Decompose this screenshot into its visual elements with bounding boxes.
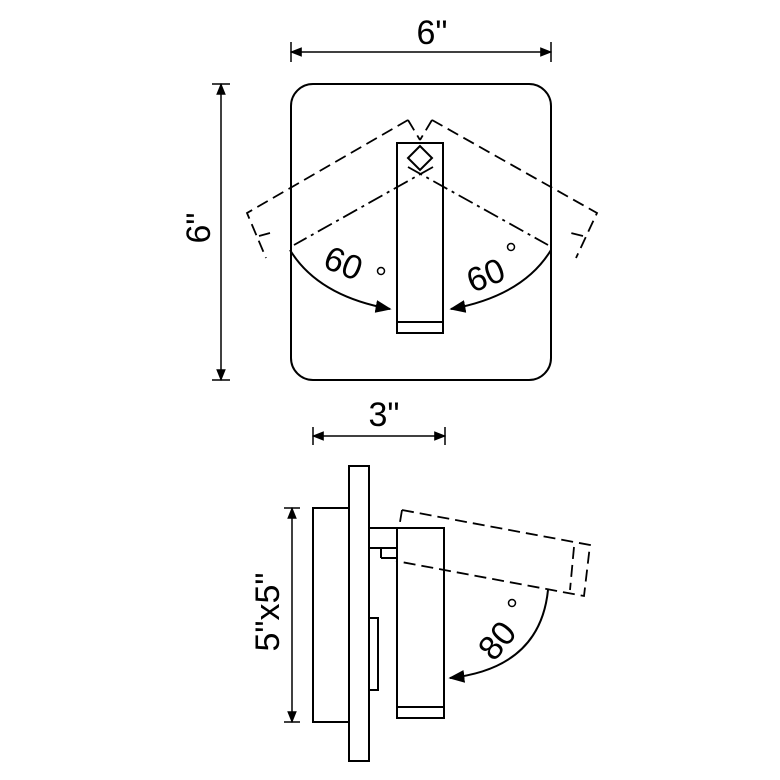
left-pivot-dot — [376, 266, 386, 276]
height-label: 6" — [180, 213, 218, 244]
left-angle-label: 60 — [318, 239, 367, 288]
left-angle-arc — [289, 249, 392, 313]
width-dimension: 6" — [289, 14, 553, 62]
front-lamp-arm — [396, 142, 444, 334]
right-angle-arc — [449, 249, 552, 313]
side-angle-label: 80 — [471, 614, 524, 667]
width-label: 6" — [417, 14, 448, 52]
left-rotated-lamp-outline — [245, 119, 434, 259]
side-lamp-arm — [396, 527, 445, 719]
side-mount-box — [312, 507, 350, 723]
height-dimension: 6" — [180, 82, 230, 382]
side-connector — [368, 527, 398, 549]
side-pivot-dot — [507, 598, 517, 608]
depth-dimension: 3" — [311, 396, 447, 445]
side-rotated-lamp-outline — [395, 509, 591, 598]
side-switch — [368, 617, 379, 691]
side-angle-arc — [448, 589, 549, 683]
depth-label: 3" — [369, 396, 400, 434]
side-view: 3" 5"x5" 80 — [249, 396, 591, 762]
backplate-label: 5"x5" — [249, 573, 287, 652]
right-rotated-lamp-outline — [407, 119, 599, 259]
right-pivot-dot — [506, 242, 516, 252]
side-backplate — [348, 465, 370, 762]
front-backplate — [290, 83, 552, 381]
backplate-dimension: 5"x5" — [249, 506, 300, 724]
front-view: 6" 6" — [180, 14, 599, 382]
